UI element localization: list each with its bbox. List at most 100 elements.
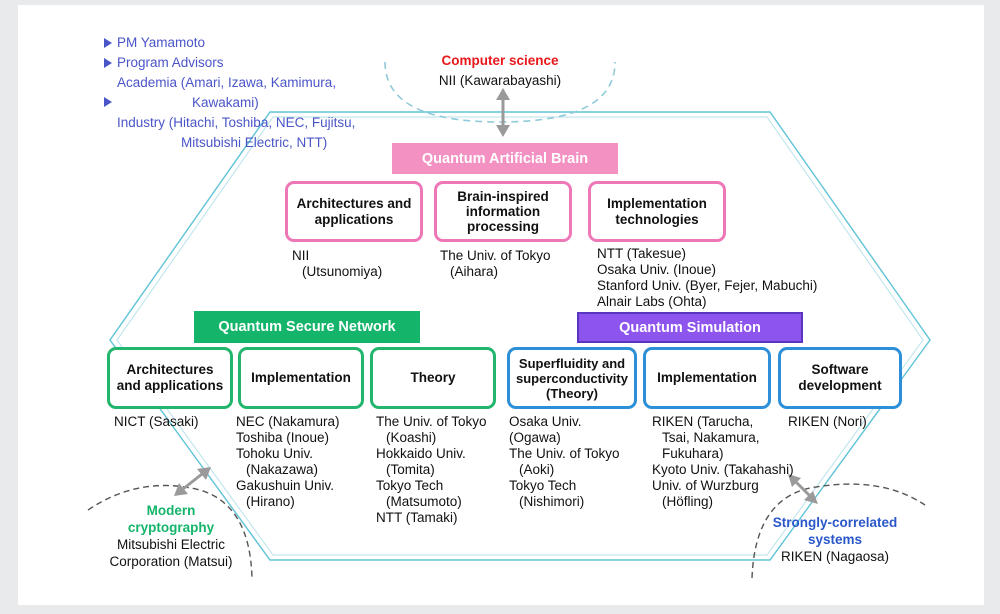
modern-cryptography-group: Modern cryptography Mitsubishi Electric … (96, 502, 246, 570)
industry-line2: Mitsubishi Electric, NTT) (181, 135, 328, 150)
network-members-theory: The Univ. of Tokyo (Koashi) Hokkaido Uni… (376, 414, 487, 526)
member: (Hirano) (246, 494, 295, 509)
academia-line1: Academia (Amari, Izawa, Kamimura, (117, 75, 337, 90)
box-label: Brain-inspired (457, 189, 549, 204)
box-label: Software (811, 362, 869, 377)
box-label: Implementation (607, 195, 707, 211)
diagram-panel (18, 5, 984, 605)
advisors-heading: Program Advisors (117, 55, 224, 70)
brain-members-implementation: NTT (Takesue) Osaka Univ. (Inoue) Stanfo… (597, 246, 817, 310)
network-box-architectures: Architectures and applications (107, 347, 233, 409)
member: NEC (Nakamura) (236, 414, 340, 429)
pm-name: PM Yamamoto (117, 35, 206, 50)
computer-science-title: Computer science (441, 53, 559, 68)
modern-cryptography-title-2: cryptography (127, 520, 215, 535)
simulation-box-implementation: Implementation (643, 347, 771, 409)
member: (Utsunomiya) (302, 264, 383, 279)
bullet-icon (104, 58, 112, 68)
arrow-sim-strong (788, 474, 818, 504)
brain-members-brain-inspired: The Univ. of Tokyo (Aihara) (440, 248, 551, 280)
member: Univ. of Wurzburg (652, 478, 759, 493)
box-label: development (798, 378, 882, 393)
member: Osaka Univ. (509, 414, 582, 429)
box-label: processing (466, 219, 539, 234)
box-label: and applications (116, 378, 224, 393)
arrow-cs-brain (496, 88, 510, 137)
strongly-correlated-title-2: systems (807, 532, 863, 547)
member: Hokkaido Univ. (376, 446, 466, 461)
member: Tohoku Univ. (236, 446, 314, 461)
computer-science-member: NII (Kawarabayashi) (438, 73, 562, 88)
simulation-box-superfluidity: Superfluidity and superconductivity (The… (507, 347, 637, 409)
bullet-icon (104, 38, 112, 48)
quantum-secure-network-banner: Quantum Secure Network (194, 311, 420, 343)
hexagon-inner-outline (116, 116, 924, 556)
member: Stanford Univ. (Byer, Fejer, Mabuchi) (597, 278, 818, 293)
hexagon-outline (109, 111, 931, 561)
member: The Univ. of Tokyo (440, 248, 551, 263)
box-label: Implementation (657, 370, 757, 385)
member: Alnair Labs (Ohta) (597, 294, 707, 309)
member: (Tomita) (386, 462, 435, 477)
member: Toshiba (Inoue) (236, 430, 330, 445)
computer-science-arc (384, 61, 616, 123)
quantum-simulation-banner: Quantum Simulation (577, 312, 803, 343)
member: (Ogawa) (509, 430, 561, 445)
strongly-correlated-member: RIKEN (Nagaosa) (780, 549, 890, 564)
network-box-theory: Theory (370, 347, 496, 409)
box-label: applications (314, 211, 394, 227)
member: (Matsumoto) (386, 494, 462, 509)
member: NTT (Tamaki) (376, 510, 458, 525)
strongly-correlated-title-1: Strongly-correlated (772, 515, 898, 530)
network-box-implementation: Implementation (238, 347, 364, 409)
box-label: Architectures (126, 362, 214, 377)
industry-line1: Industry (Hitachi, Toshiba, NEC, Fujitsu… (117, 115, 356, 130)
member: NII (292, 248, 310, 263)
box-label: Theory (410, 370, 456, 385)
modern-cryptography-title-1: Modern (146, 503, 196, 518)
modern-cryptography-member-1: Mitsubishi Electric (116, 537, 226, 552)
member: (Aihara) (450, 264, 499, 279)
member: The Univ. of Tokyo (509, 446, 620, 461)
computer-science-group: Computer science NII (Kawarabayashi) (400, 52, 600, 89)
network-members-architectures: NICT (Sasaki) (114, 414, 199, 430)
arrow-crypto-network (174, 467, 211, 496)
bullet-icon (104, 97, 112, 107)
strongly-correlated-group: Strongly-correlated systems RIKEN (Nagao… (765, 514, 905, 565)
member: RIKEN (Tarucha, (652, 414, 754, 429)
member: Gakushuin Univ. (236, 478, 335, 493)
brain-box-implementation: Implementation technologies (588, 181, 726, 242)
quantum-artificial-brain-banner: Quantum Artificial Brain (392, 143, 618, 174)
brain-box-architectures: Architectures and applications (285, 181, 423, 242)
member: Tsai, Nakamura, (662, 430, 760, 445)
member: Tokyo Tech (509, 478, 577, 493)
box-label: information (465, 204, 541, 219)
member: (Höfling) (662, 494, 714, 509)
member: (Koashi) (386, 430, 437, 445)
simulation-box-software: Software development (778, 347, 902, 409)
member: NTT (Takesue) (597, 246, 687, 261)
box-label: technologies (615, 211, 699, 227)
strongly-correlated-arc (751, 483, 926, 579)
simulation-members-superfluidity: Osaka Univ. (Ogawa) The Univ. of Tokyo (… (509, 414, 620, 510)
member: Tokyo Tech (376, 478, 444, 493)
box-label: Architectures and (296, 195, 412, 211)
member: (Nakazawa) (246, 462, 319, 477)
member: (Nishimori) (519, 494, 585, 509)
brain-members-architectures: NII (Utsunomiya) (292, 248, 382, 280)
box-label: Implementation (251, 370, 351, 385)
academia-line2: Kawakami) (192, 95, 259, 110)
member: Fukuhara) (662, 446, 724, 461)
member: Osaka Univ. (Inoue) (597, 262, 717, 277)
box-label: Superfluidity and (518, 355, 626, 371)
member: (Aoki) (519, 462, 555, 477)
member: NICT (Sasaki) (114, 414, 199, 429)
bullet-icons (104, 38, 112, 107)
member: The Univ. of Tokyo (376, 414, 487, 429)
brain-box-brain-inspired: Brain-inspired information processing (434, 181, 572, 242)
simulation-members-implementation: RIKEN (Tarucha, Tsai, Nakamura, Fukuhara… (652, 414, 794, 510)
box-label: (Theory) (546, 385, 598, 401)
simulation-members-software: RIKEN (Nori) (788, 414, 867, 430)
member: RIKEN (Nori) (788, 414, 867, 429)
